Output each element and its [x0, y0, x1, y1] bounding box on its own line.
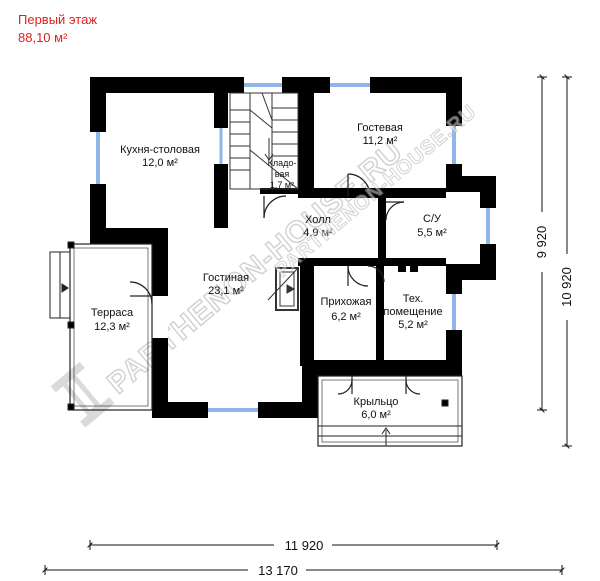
room-tech-name-2: помещение — [383, 306, 442, 318]
room-living-area: 23,1 м² — [208, 285, 244, 297]
room-guest-area: 11,2 м² — [363, 135, 398, 147]
floor-area: 88,10 м² — [18, 30, 68, 45]
windows — [90, 77, 496, 418]
room-pantry-area: 1,7 м² — [270, 180, 294, 190]
room-tech-area: 5,2 м² — [398, 319, 428, 331]
room-bathroom-area: 5,5 м² — [417, 227, 447, 239]
room-pantry-name-1: Кладо- — [268, 158, 297, 168]
room-pantry-name-2: вая — [275, 169, 290, 179]
room-bathroom-name: С/У — [423, 213, 442, 225]
room-kitchen-name: Кухня-столовая — [120, 144, 200, 156]
room-terrace-area: 12,3 м² — [94, 321, 130, 333]
floor-title: Первый этаж — [18, 12, 98, 27]
dim-inner-height: 9 920 — [534, 226, 549, 259]
room-hall-name: Холл — [305, 214, 331, 226]
room-terrace-name: Терраса — [91, 307, 134, 319]
room-living-name: Гостиная — [203, 272, 249, 284]
room-labels: Кухня-столовая 12,0 м² Гостевая 11,2 м² … — [91, 122, 447, 421]
room-porch-name: Крыльцо — [354, 396, 399, 408]
room-entry-name: Прихожая — [321, 296, 372, 308]
room-tech-name-1: Тех. — [403, 293, 424, 305]
dim-outer-height: 10 920 — [559, 267, 574, 307]
dim-outer-width: 13 170 — [258, 563, 298, 578]
room-porch-area: 6,0 м² — [361, 409, 391, 421]
room-kitchen-area: 12,0 м² — [142, 157, 178, 169]
room-entry-area: 6,2 м² — [331, 311, 361, 323]
room-hall-area: 4,9 м² — [303, 227, 333, 239]
room-guest-name: Гостевая — [357, 122, 403, 134]
fireplace — [267, 267, 299, 311]
terrace — [49, 241, 153, 411]
staircase — [229, 92, 299, 190]
dim-inner-width: 11 920 — [285, 538, 324, 553]
porch — [317, 375, 463, 447]
